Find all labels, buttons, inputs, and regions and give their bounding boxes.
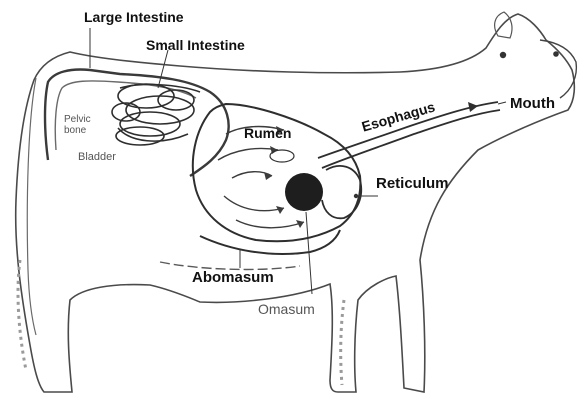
label-reticulum: Reticulum bbox=[376, 176, 449, 191]
esophagus-arrowhead bbox=[468, 102, 478, 112]
label-abomasum: Abomasum bbox=[192, 270, 274, 285]
reticulum-pointer-dot bbox=[354, 194, 358, 198]
eye-mark bbox=[500, 52, 506, 58]
label-omasum: Omasum bbox=[258, 302, 315, 316]
ear-outline bbox=[495, 12, 512, 38]
label-pelvic-bone: Pelvic bone bbox=[64, 114, 108, 136]
tail-outline bbox=[27, 78, 36, 335]
rumen-gas-mark bbox=[270, 150, 294, 162]
label-mouth: Mouth bbox=[510, 96, 555, 111]
leg-shading bbox=[18, 260, 344, 385]
label-rumen: Rumen bbox=[244, 126, 291, 140]
rumen-flow-arrows bbox=[218, 127, 304, 228]
reticulum-chamber bbox=[322, 166, 361, 218]
nostril-mark bbox=[553, 51, 559, 57]
omasum-sphere bbox=[285, 173, 323, 211]
label-bladder: Bladder bbox=[78, 152, 116, 163]
label-large-intestine: Large Intestine bbox=[84, 10, 184, 24]
label-small-intestine: Small Intestine bbox=[146, 38, 245, 52]
